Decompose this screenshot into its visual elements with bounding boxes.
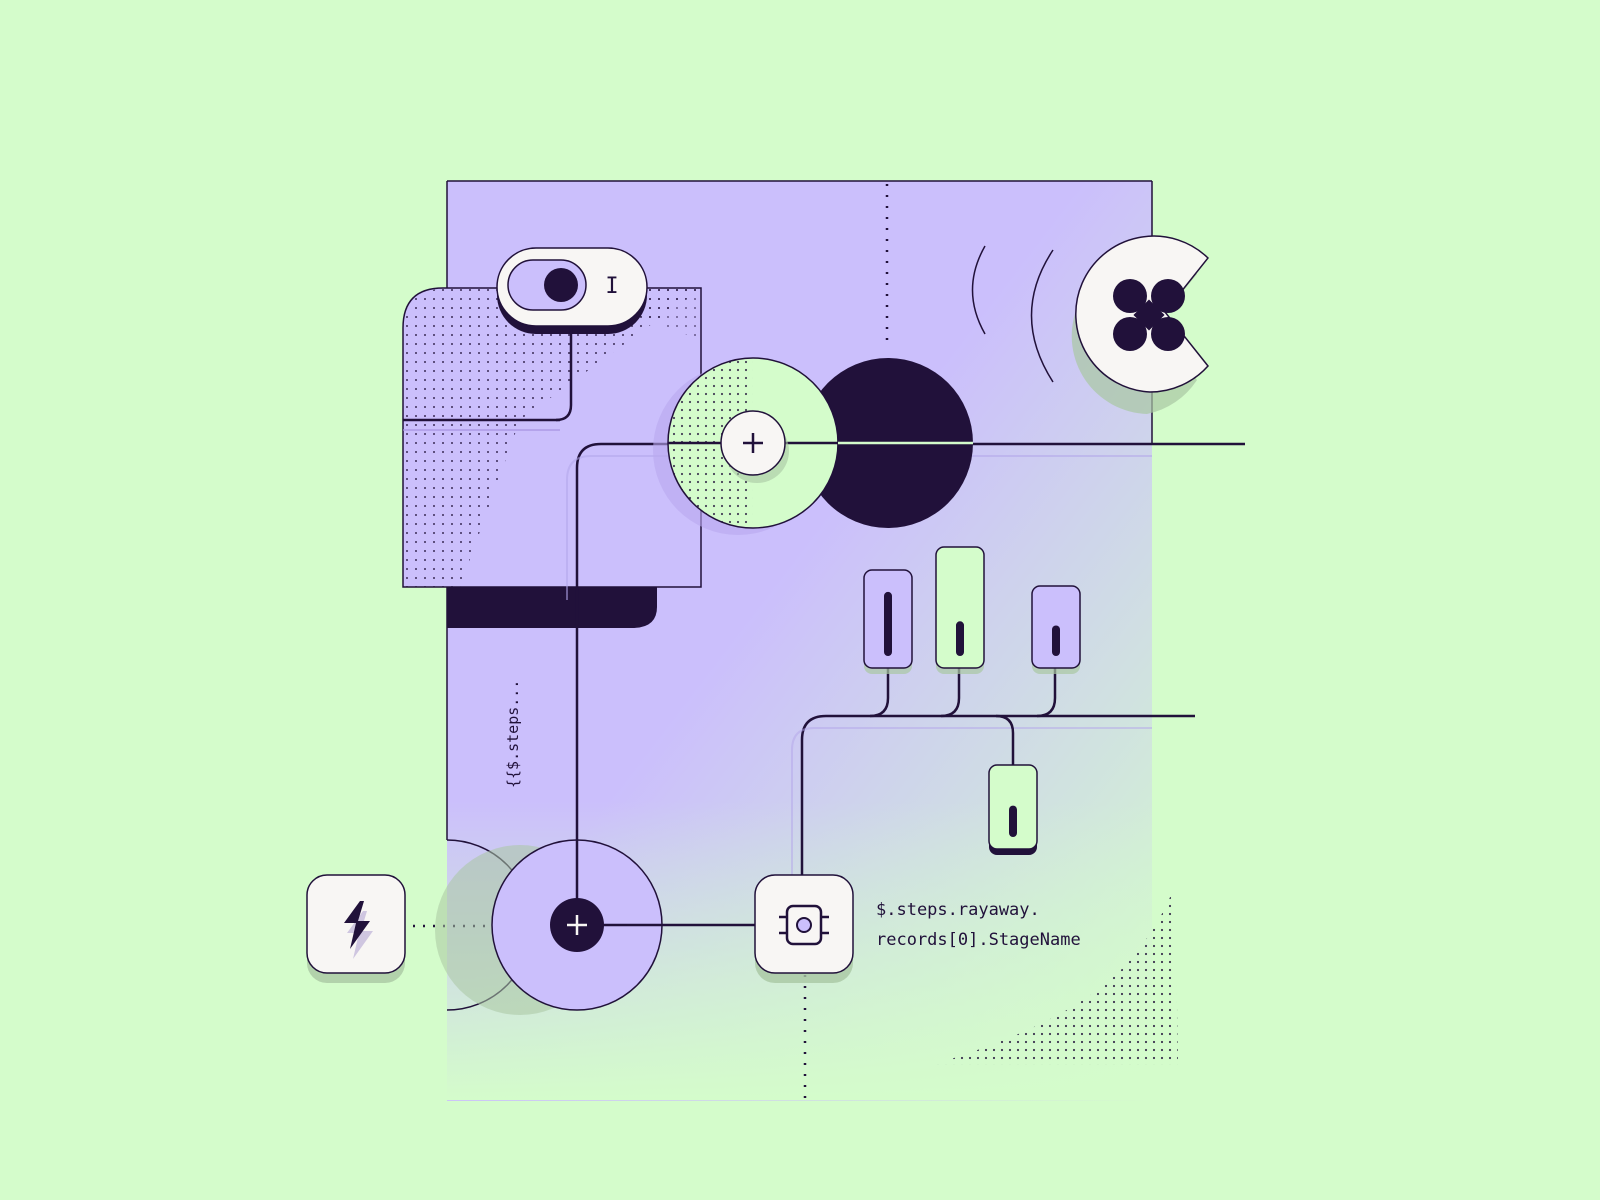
- trigger-card[interactable]: [306, 874, 406, 983]
- toggle-knob: [544, 268, 578, 302]
- top-connector: [566, 442, 1245, 600]
- slider-1[interactable]: [863, 569, 913, 674]
- path-line-2: records[0].StageName: [876, 930, 1081, 950]
- sliders: [863, 546, 1081, 855]
- integration-node[interactable]: [971, 235, 1210, 414]
- toggle-switch[interactable]: I: [496, 247, 648, 422]
- path-expression: $.steps.rayaway. records[0].StageName: [876, 900, 1081, 950]
- lightning-bolt-icon: [344, 901, 373, 959]
- slider-cluster: [791, 668, 1195, 875]
- plus-button-bottom[interactable]: [550, 898, 604, 952]
- action-card[interactable]: [754, 874, 854, 1100]
- path-line-1: $.steps.rayaway.: [876, 900, 1040, 920]
- dotted-wedge: [932, 885, 1178, 1065]
- plus-icon: [743, 433, 763, 453]
- toggle-label: I: [605, 274, 618, 299]
- chip-icon: [779, 904, 829, 946]
- slider-3[interactable]: [1031, 585, 1081, 674]
- plus-icon: [567, 915, 587, 935]
- plus-button-top[interactable]: [720, 410, 789, 483]
- dotted-block: [402, 287, 702, 628]
- clover-logo-icon: [1113, 279, 1185, 351]
- slider-2[interactable]: [935, 546, 985, 674]
- vertical-expression-label: {{$.steps...: [504, 680, 522, 788]
- slider-4[interactable]: [988, 764, 1038, 855]
